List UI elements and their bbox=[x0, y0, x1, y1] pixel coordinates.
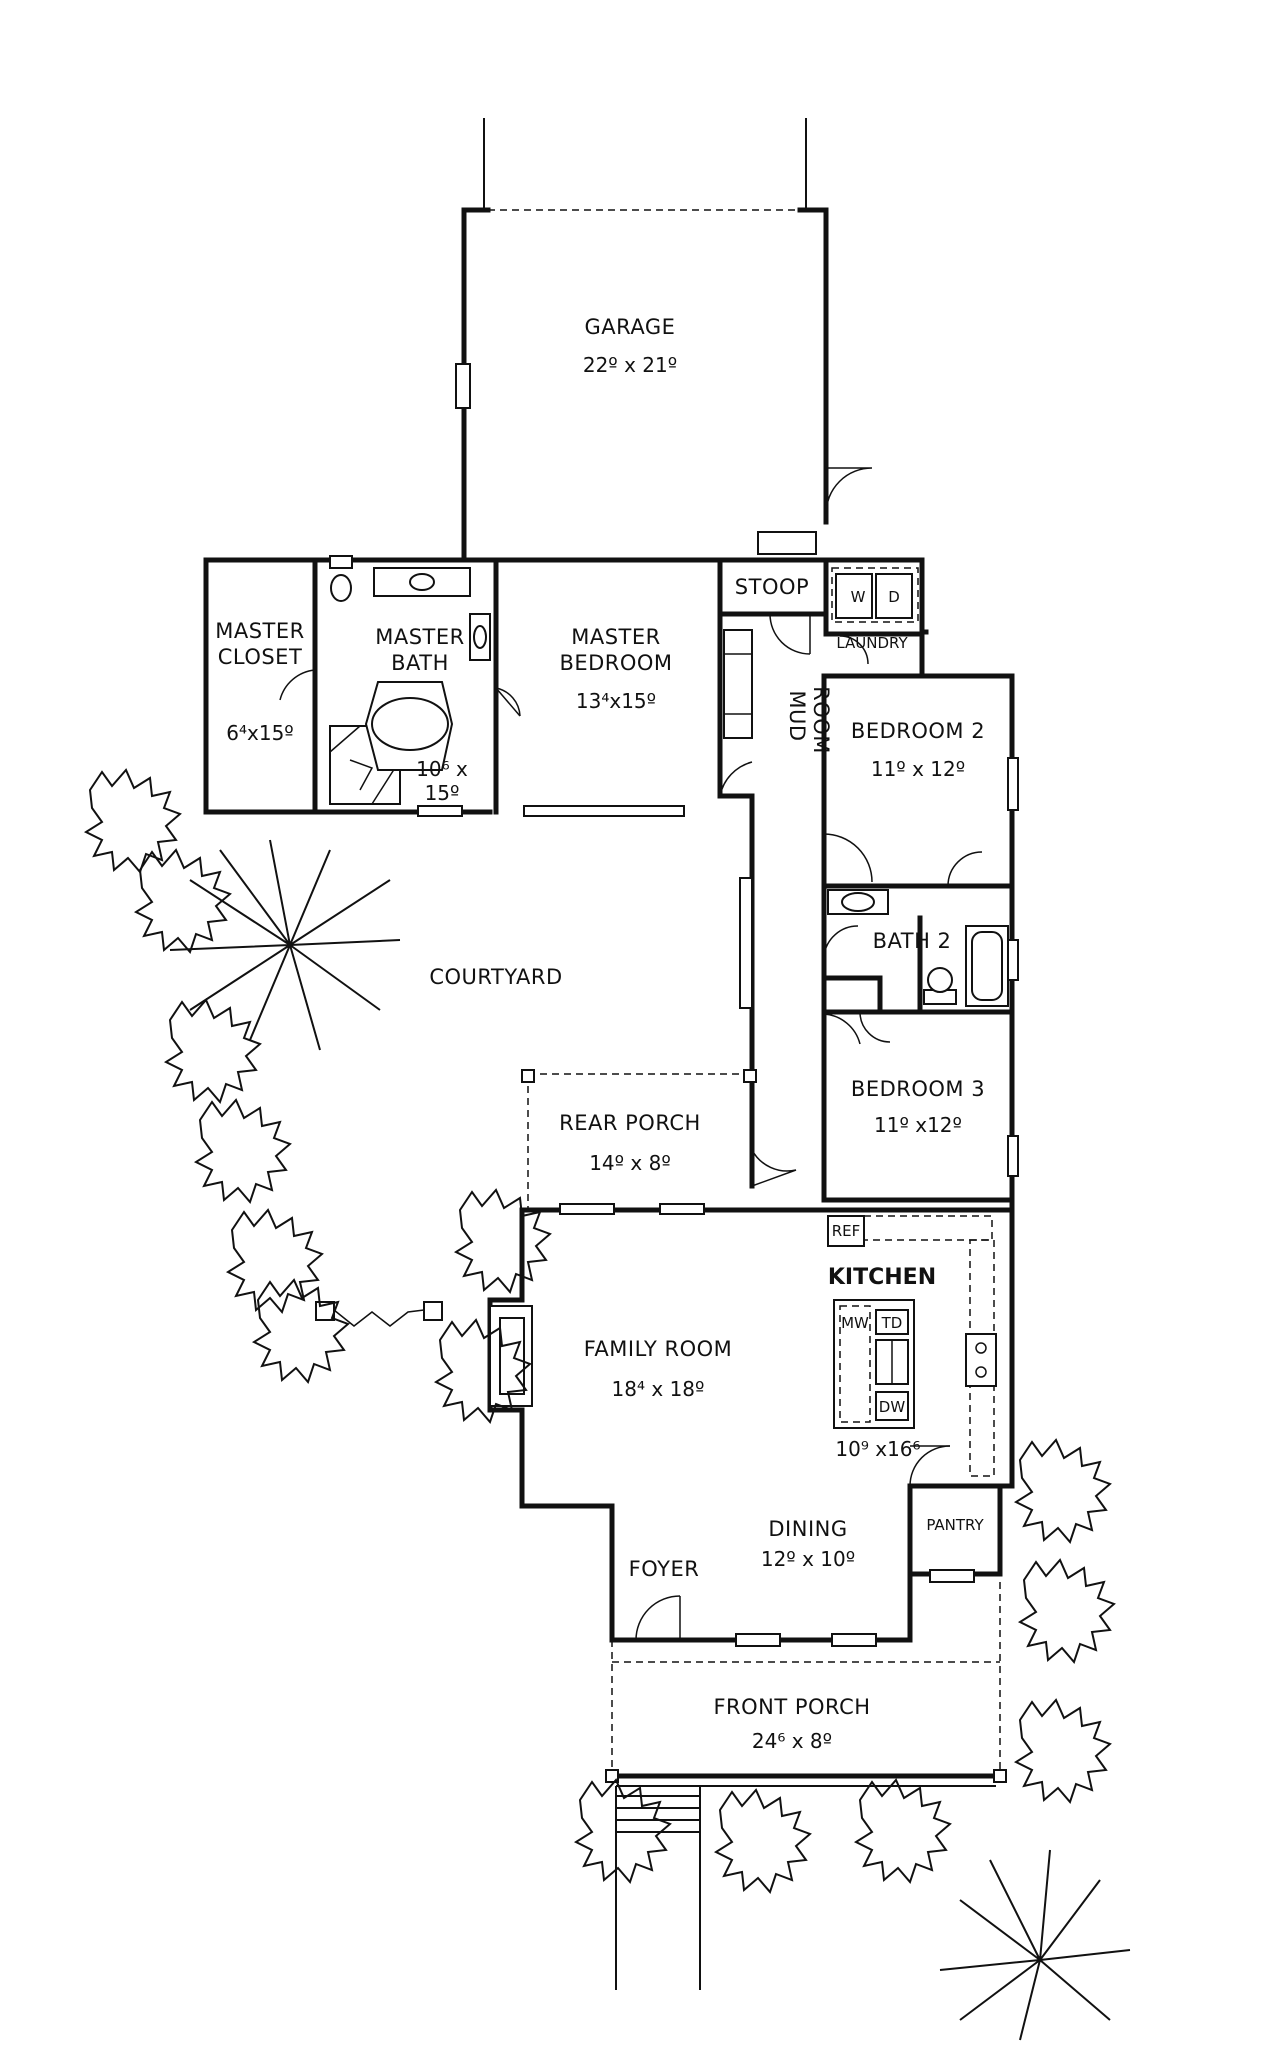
room-dim: 11º x 12º bbox=[871, 757, 965, 781]
room-name: MASTER bbox=[215, 619, 305, 643]
door-swing-icon bbox=[495, 687, 521, 717]
room-dim: 13⁴x15º bbox=[576, 689, 656, 713]
stoop-label: STOOP bbox=[735, 575, 809, 599]
master-bath-label: MASTER BATH 10⁶ x 15º bbox=[375, 625, 468, 805]
room-name: GARAGE bbox=[585, 315, 676, 339]
laundry-label: LAUNDRY bbox=[836, 634, 908, 652]
room-name: FRONT PORCH bbox=[713, 1695, 870, 1719]
room-dim: 18⁴ x 18º bbox=[612, 1377, 705, 1401]
door-swing-icon bbox=[635, 1595, 681, 1641]
bath2-label: BATH 2 bbox=[873, 929, 952, 953]
door-swing-icon bbox=[823, 833, 873, 883]
hall bbox=[717, 673, 827, 1203]
courtyard-gate bbox=[315, 1301, 443, 1327]
room-name: REAR PORCH bbox=[559, 1111, 701, 1135]
room-dim: 22º x 21º bbox=[583, 353, 677, 377]
room-name: BEDROOM 2 bbox=[851, 719, 985, 743]
room-name: FAMILY ROOM bbox=[584, 1337, 733, 1361]
ref-label: REF bbox=[832, 1222, 861, 1240]
door-swing-icon bbox=[823, 1013, 861, 1045]
garage-label: GARAGE 22º x 21º bbox=[583, 315, 677, 377]
garage bbox=[455, 207, 873, 559]
mw-label: MW bbox=[841, 1314, 869, 1332]
bathtub-icon bbox=[364, 681, 454, 771]
door-swing-icon bbox=[825, 467, 873, 515]
bedroom3-label: BEDROOM 3 11º x12º bbox=[851, 1077, 985, 1137]
room-name: BEDROOM 3 bbox=[851, 1077, 985, 1101]
room-name: DINING bbox=[768, 1517, 847, 1541]
td-label: TD bbox=[881, 1314, 903, 1332]
bedroom2-label: BEDROOM 2 11º x 12º bbox=[851, 719, 985, 781]
room-dim: 24⁶ x 8º bbox=[752, 1729, 832, 1753]
room-dim: 10⁹ x16⁶ bbox=[835, 1437, 920, 1461]
master-bedroom-label: MASTER BEDROOM 13⁴x15º bbox=[559, 625, 672, 713]
room-name: MASTER bbox=[375, 625, 465, 649]
pantry-label: PANTRY bbox=[926, 1516, 984, 1534]
door-swing-icon bbox=[279, 669, 316, 701]
room-name: MASTER bbox=[571, 625, 661, 649]
room-name: ROOM bbox=[809, 686, 833, 754]
room-dim: 10⁶ x bbox=[416, 757, 468, 781]
range-icon bbox=[965, 1333, 997, 1387]
room-name: CLOSET bbox=[218, 645, 303, 669]
toilet-icon bbox=[923, 967, 957, 1005]
front-porch-label: FRONT PORCH 24⁶ x 8º bbox=[713, 1695, 870, 1753]
door-swing-icon bbox=[769, 613, 811, 655]
shrub-icon bbox=[83, 768, 1116, 1894]
room-dim: 15º bbox=[425, 781, 460, 805]
palm-icon bbox=[169, 839, 1131, 2041]
room-dim: 6⁴x15º bbox=[226, 721, 293, 745]
washer-label: W bbox=[851, 588, 866, 606]
dw-label: DW bbox=[879, 1398, 906, 1416]
front-porch bbox=[605, 1582, 1007, 1990]
toilet-icon bbox=[329, 555, 353, 602]
room-dim: 11º x12º bbox=[874, 1113, 962, 1137]
dryer-label: D bbox=[888, 588, 900, 606]
driveway-lines bbox=[464, 118, 826, 211]
bathtub-icon bbox=[965, 925, 1009, 1007]
door-swing-icon bbox=[719, 761, 753, 797]
room-dim: 14º x 8º bbox=[589, 1151, 671, 1175]
north-wing bbox=[203, 555, 929, 817]
courtyard-label: COURTYARD bbox=[429, 965, 562, 989]
door-swing-icon bbox=[947, 851, 983, 887]
room-name: KITCHEN bbox=[828, 1265, 936, 1290]
foyer-label: FOYER bbox=[629, 1557, 700, 1581]
room-dim: 12º x 10º bbox=[761, 1547, 855, 1571]
room-name: MUD bbox=[785, 690, 809, 741]
room-name: BEDROOM bbox=[559, 651, 672, 675]
east-bedrooms bbox=[821, 673, 1019, 1203]
family-room-label: FAMILY ROOM 18⁴ x 18º bbox=[584, 1337, 733, 1401]
dining-label: DINING 12º x 10º bbox=[761, 1517, 855, 1571]
room-name: BATH bbox=[391, 651, 449, 675]
master-closet-label: MASTER CLOSET 6⁴x15º bbox=[215, 619, 305, 745]
mud-room-label: MUD ROOM bbox=[785, 686, 833, 754]
rear-porch bbox=[519, 1069, 763, 1215]
south-block bbox=[487, 1197, 1015, 1647]
rear-porch-label: REAR PORCH 14º x 8º bbox=[559, 1111, 701, 1175]
kitchen-label: REF KITCHEN MW TD DW 10⁹ x16⁶ bbox=[828, 1222, 936, 1461]
